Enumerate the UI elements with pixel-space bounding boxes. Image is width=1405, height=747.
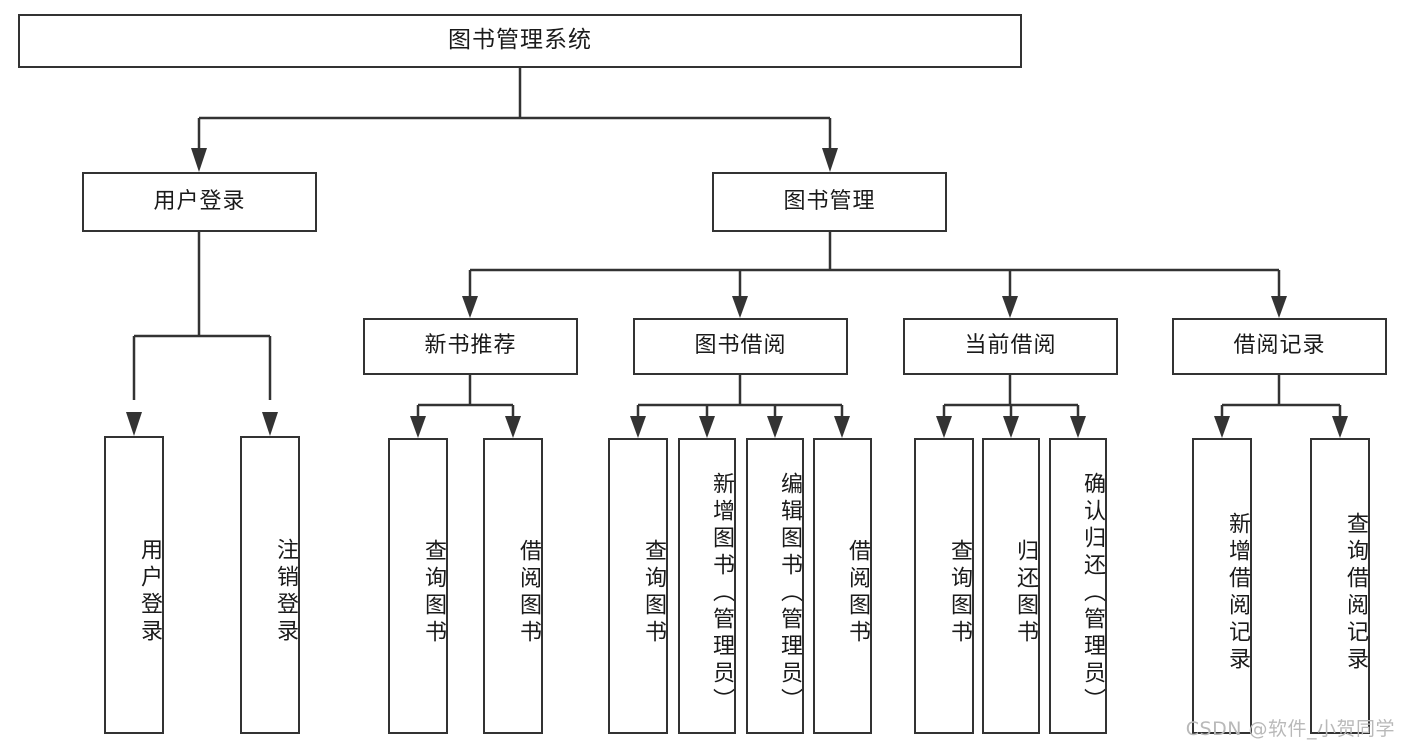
leaf-query-book-current[interactable]: 查询图书 [914, 438, 974, 734]
watermark-text: CSDN @软件_小贺同学 [1185, 718, 1395, 740]
arrow-leaf-edit-book [767, 416, 783, 438]
arrow-leaf-user-login [126, 412, 142, 436]
arrow-leaf-query-book-1 [410, 416, 426, 438]
arrow-leaf-logout [262, 412, 278, 436]
arrow-book-manage [822, 148, 838, 172]
arrow-leaf-confirm-return [1070, 416, 1086, 438]
leaf-query-book-borrow[interactable]: 查询图书 [608, 438, 668, 734]
arrow-leaf-query-book-3 [936, 416, 952, 438]
leaf-borrow-book-newbook[interactable]: 借阅图书 [483, 438, 543, 734]
node-root[interactable]: 图书管理系统 [18, 14, 1022, 68]
arrow-book-borrow [732, 296, 748, 318]
node-book-borrow[interactable]: 图书借阅 [633, 318, 848, 375]
leaf-user-login[interactable]: 用户登录 [104, 436, 164, 734]
leaf-logout-login[interactable]: 注销登录 [240, 436, 300, 734]
arrow-user-login [191, 148, 207, 172]
node-current-borrow[interactable]: 当前借阅 [903, 318, 1118, 375]
leaf-query-book-newbook[interactable]: 查询图书 [388, 438, 448, 734]
arrow-leaf-query-book-2 [630, 416, 646, 438]
leaf-edit-book-admin[interactable]: 编辑图书（管理员） [746, 438, 804, 734]
arrow-borrow-record [1271, 296, 1287, 318]
node-book-manage[interactable]: 图书管理 [712, 172, 947, 232]
arrow-leaf-add-book [699, 416, 715, 438]
arrow-leaf-add-record [1214, 416, 1230, 438]
arrow-leaf-borrow-book-2 [834, 416, 850, 438]
arrowheads [126, 148, 1348, 438]
leaf-borrow-book-borrow[interactable]: 借阅图书 [813, 438, 872, 734]
arrow-leaf-return-book [1003, 416, 1019, 438]
node-new-book-recommend[interactable]: 新书推荐 [363, 318, 578, 375]
leaf-query-borrow-record[interactable]: 查询借阅记录 [1310, 438, 1370, 734]
leaf-add-borrow-record[interactable]: 新增借阅记录 [1192, 438, 1252, 734]
node-user-login[interactable]: 用户登录 [82, 172, 317, 232]
leaf-return-book[interactable]: 归还图书 [982, 438, 1040, 734]
arrow-leaf-borrow-book-1 [505, 416, 521, 438]
node-borrow-record[interactable]: 借阅记录 [1172, 318, 1387, 375]
leaf-add-book-admin[interactable]: 新增图书（管理员） [678, 438, 736, 734]
arrow-current-borrow [1002, 296, 1018, 318]
arrow-leaf-query-record [1332, 416, 1348, 438]
arrow-new-book-rec [462, 296, 478, 318]
leaf-confirm-return-admin[interactable]: 确认归还（管理员） [1049, 438, 1107, 734]
